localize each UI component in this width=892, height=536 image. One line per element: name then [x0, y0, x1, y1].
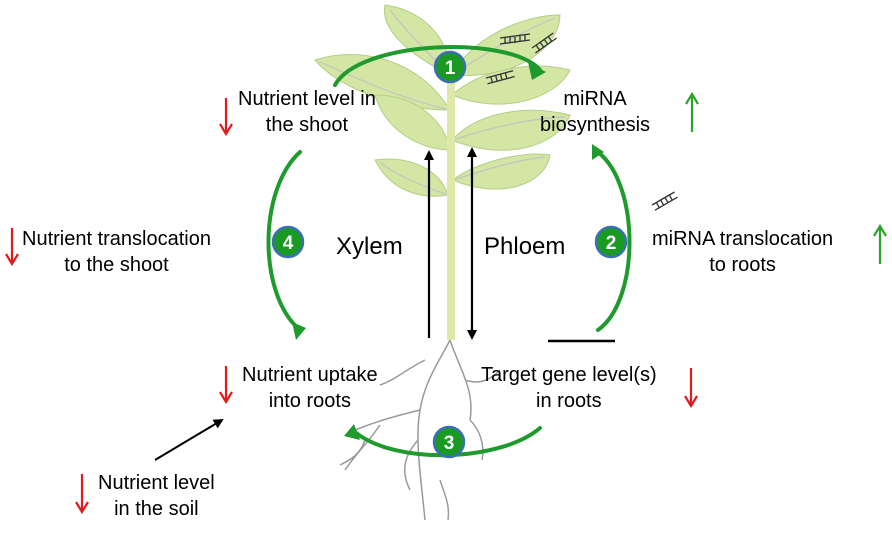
step-3-number: 3 — [444, 433, 455, 454]
leaf-lower-right — [452, 153, 551, 190]
xylem-label: Xylem — [336, 233, 403, 260]
cycle-arc-ends — [292, 62, 604, 440]
stem — [447, 60, 455, 340]
target-gene-down-arrow — [684, 368, 698, 409]
leaf-right — [451, 65, 571, 105]
step-1-number: 1 — [445, 58, 456, 79]
arc-right — [596, 150, 632, 332]
nutrient-shoot-down-arrow — [219, 98, 233, 137]
step-2-number: 2 — [606, 233, 617, 254]
arc-top — [333, 45, 542, 87]
nutrient-translocation-down-arrow — [5, 228, 19, 267]
leaf-mid-left — [374, 94, 451, 151]
mirna-duplex-icon — [485, 32, 678, 211]
leaf-mid-right — [451, 109, 571, 151]
nutrient-soil-down-arrow — [75, 474, 89, 515]
step-circles: 1 2 3 4 — [271, 50, 628, 459]
nutrient-uptake-down-arrow — [219, 366, 233, 405]
indicator-arrows — [5, 91, 887, 515]
mirna-biosynthesis-up-arrow — [685, 91, 699, 132]
root-system-icon — [339, 339, 501, 521]
mirna-translocation-up-arrow — [873, 223, 887, 264]
arc-left — [266, 150, 302, 332]
soil-to-uptake-arrow — [154, 418, 224, 461]
phloem-label: Phloem — [484, 233, 566, 260]
step-3-circle: 3 — [432, 425, 466, 459]
step-4-circle: 4 — [271, 225, 305, 259]
step-4-number: 4 — [283, 233, 294, 254]
step-1-circle: 1 — [433, 50, 467, 84]
step-2-circle: 2 — [594, 225, 628, 259]
target-gene-label: Target gene level(s)in roots — [481, 364, 657, 412]
